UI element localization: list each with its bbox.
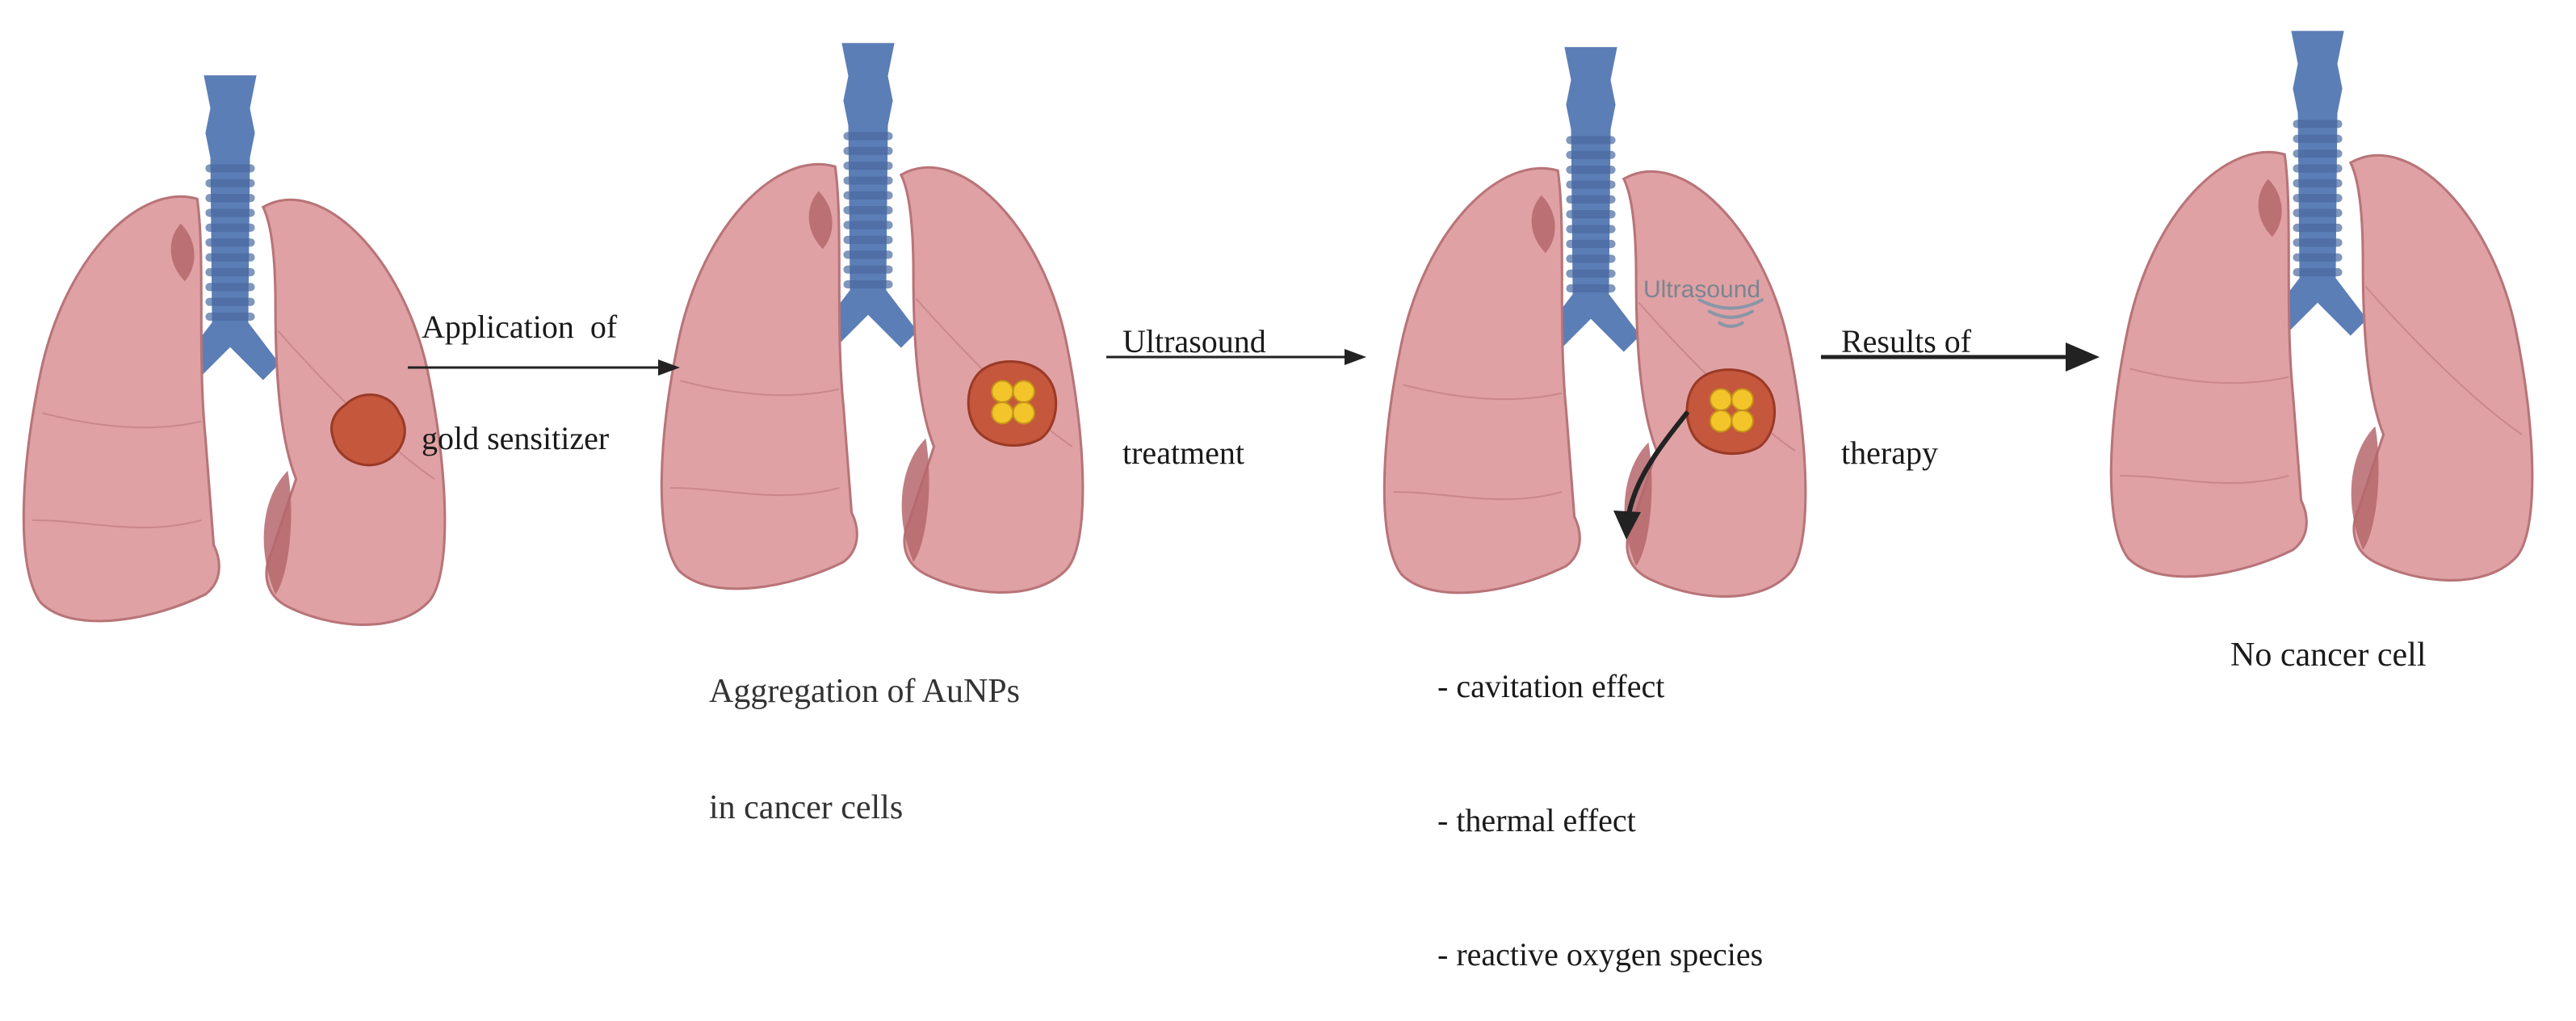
ultrasound-inline-label: Ultrasound — [1643, 276, 1761, 303]
effects-curved-arrow — [1625, 410, 1690, 526]
effect-item: - thermal effect — [1437, 801, 1636, 838]
process-arrow-1 — [408, 359, 680, 376]
ultrasound-wave-icon — [1697, 298, 1764, 329]
lungs-stage-2 — [660, 41, 1085, 594]
effects-curved-arrowhead — [1613, 510, 1641, 540]
therapy-diagram — [22, 29, 2534, 626]
arrow-1-label: Application of gold sensitizer — [422, 234, 617, 494]
gold-nanoparticles — [990, 380, 1036, 425]
effects-list: - cavitation effect - thermal effect - r… — [1437, 575, 1763, 1021]
effect-item: - cavitation effect — [1437, 668, 1665, 705]
tumor-with-aunps — [967, 360, 1058, 447]
process-arrow-3 — [1821, 342, 2100, 372]
tumor-ultrasound — [1685, 368, 1777, 456]
arrow-2-label-line-2: treatment — [1122, 435, 1245, 471]
arrow-3-label-line-1: Results of — [1841, 323, 1972, 359]
process-arrow-2 — [1106, 349, 1366, 365]
tumor-stage-1 — [330, 393, 406, 467]
stage-4-caption: No cancer cell — [2230, 557, 2427, 713]
lungs-stage-3 — [1382, 45, 1807, 598]
effect-item: - reactive oxygen species — [1437, 935, 1764, 973]
lungs-stage-1 — [22, 74, 447, 626]
stage-2-caption: Aggregation of AuNPs in cancer cells — [709, 594, 1020, 867]
lungs-stage-4 — [2109, 29, 2534, 582]
arrow-2-label: Ultrasound treatment — [1122, 249, 1266, 509]
stage-2-caption-line-1: Aggregation of AuNPs — [709, 672, 1020, 710]
arrow-3-label-line-2: therapy — [1841, 435, 1938, 471]
stage-4-caption-line-1: No cancer cell — [2230, 636, 2427, 674]
arrow-1-label-line-2: gold sensitizer — [422, 420, 610, 456]
arrow-3-label: Results of therapy — [1841, 249, 1971, 509]
arrow-1-label-line-1: Application of — [422, 309, 618, 345]
arrow-2-label-line-1: Ultrasound — [1122, 323, 1266, 359]
stage-2-caption-line-2: in cancer cells — [709, 789, 904, 827]
